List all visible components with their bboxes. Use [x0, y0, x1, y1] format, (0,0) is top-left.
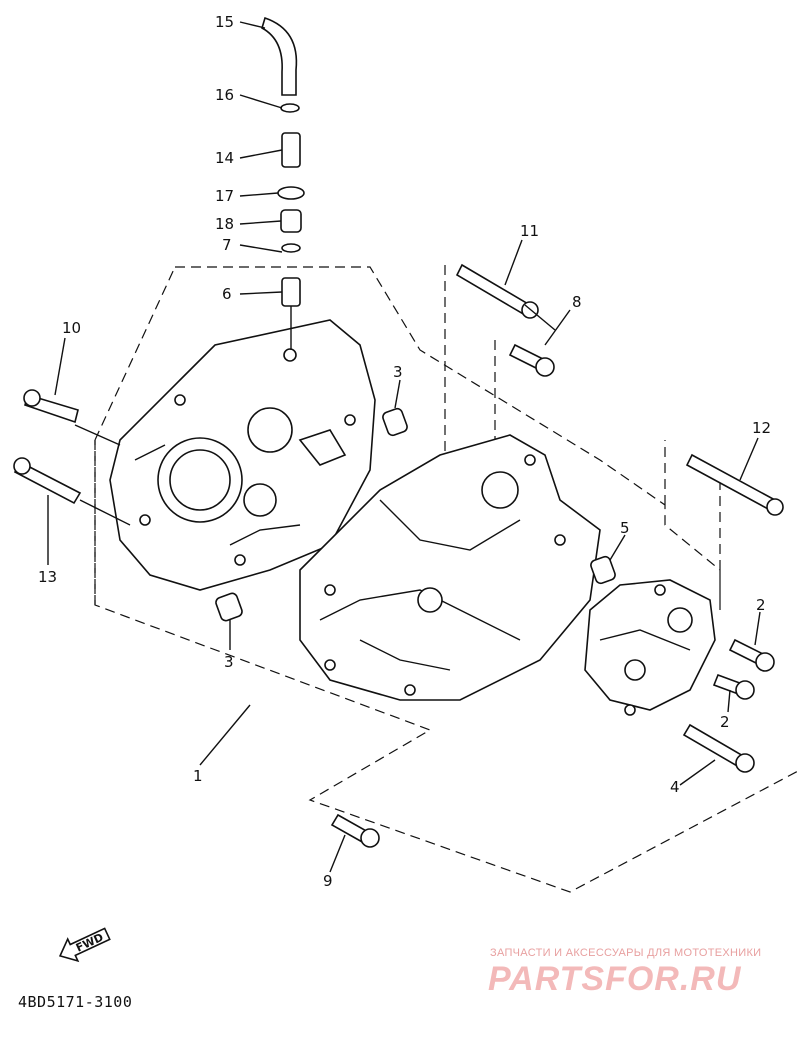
- screw-2-lower: [712, 673, 755, 700]
- dowel-5: [590, 555, 616, 585]
- dowel-3-upper: [382, 407, 408, 437]
- right-crankcase-half: [299, 434, 601, 701]
- callout-16: 16: [215, 86, 234, 104]
- drawing-code: 4BD5171-3100: [18, 993, 133, 1011]
- fwd-arrow: FWD: [58, 927, 111, 963]
- callout-6: 6: [222, 285, 232, 303]
- left-crankcase-half: [109, 319, 376, 591]
- callout-10: 10: [62, 319, 81, 337]
- callout-8: 8: [572, 293, 582, 311]
- dowel-3-lower: [215, 592, 243, 622]
- callout-3-upper: 3: [393, 363, 403, 381]
- callout-14: 14: [215, 149, 234, 167]
- clamp-17: [277, 186, 305, 200]
- breather-hose: [261, 16, 298, 96]
- fwd-label: FWD: [74, 931, 106, 955]
- oil-pump-cover: [584, 579, 716, 716]
- callout-2-upper: 2: [756, 596, 766, 614]
- assembly-dashed-outline: [94, 266, 800, 893]
- union-bolt-6: [281, 277, 301, 307]
- watermark-tagline: ЗАПЧАСТИ И АКСЕССУАРЫ ДЛЯ МОТОТЕХНИКИ: [490, 947, 762, 959]
- callout-7: 7: [222, 236, 232, 254]
- callout-18: 18: [215, 215, 234, 233]
- callout-labels: 15 16 14 17 18 7 6 11 8 10 3 12 13 5 2 3…: [38, 13, 771, 890]
- callout-4: 4: [670, 778, 680, 796]
- callout-3-lower: 3: [224, 653, 234, 671]
- callout-15: 15: [215, 13, 234, 31]
- callout-13: 13: [38, 568, 57, 586]
- callout-9: 9: [323, 872, 333, 890]
- callout-11: 11: [520, 222, 539, 240]
- bolt-4: [682, 723, 755, 773]
- bolt-8: [508, 343, 555, 377]
- callout-17: 17: [215, 187, 234, 205]
- bolt-9: [330, 813, 380, 848]
- screw-2-upper: [728, 638, 775, 672]
- callout-2-lower: 2: [720, 713, 730, 731]
- bolt-12: [685, 453, 784, 516]
- leader-lines: [47, 21, 761, 873]
- watermark-logo: PARTSFOR.RU: [488, 960, 742, 998]
- callout-5: 5: [620, 519, 630, 537]
- bolt-11: [455, 263, 539, 319]
- bolt-10: [23, 389, 79, 424]
- collar-18: [280, 209, 302, 233]
- callout-1: 1: [193, 767, 203, 785]
- o-ring-7: [281, 243, 301, 253]
- hose-clip-16: [280, 103, 300, 113]
- bolt-13: [13, 457, 82, 505]
- fitting-14: [281, 132, 301, 168]
- callout-12: 12: [752, 419, 771, 437]
